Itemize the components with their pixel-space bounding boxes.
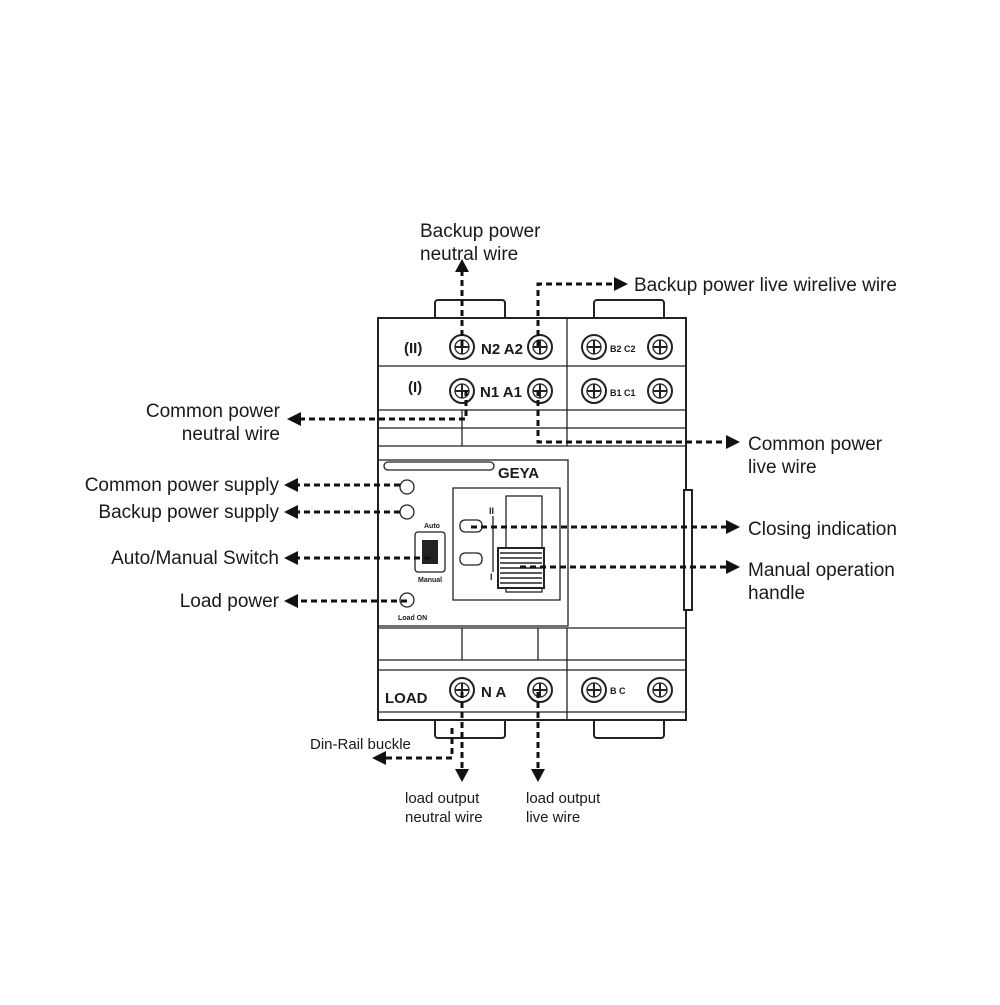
switch-auto-label: Auto bbox=[424, 523, 440, 530]
label-common-neutral-1: Common power bbox=[146, 401, 281, 422]
label-common-supply: Common power supply bbox=[85, 475, 280, 496]
closing-indicator-lower bbox=[459, 552, 483, 566]
brand-logo: GEYA bbox=[498, 465, 539, 482]
terminal-screw-row-I-n bbox=[449, 378, 475, 404]
label-load-output-neutral-2: neutral wire bbox=[405, 809, 483, 826]
row-I-left-label: N1 A1 bbox=[480, 384, 522, 401]
terminal-screw-row-II-n bbox=[449, 334, 475, 360]
load-row-marker: LOAD bbox=[385, 690, 428, 707]
label-closing-indication: Closing indication bbox=[748, 519, 897, 540]
common-supply-led bbox=[399, 479, 415, 495]
callout-lines bbox=[284, 259, 740, 782]
load-on-led bbox=[399, 592, 415, 608]
row-I-marker: (I) bbox=[408, 379, 422, 396]
label-load-output-neutral-1: load output bbox=[405, 790, 480, 807]
brand-strip bbox=[383, 461, 495, 471]
row-II-left-label: N2 A2 bbox=[481, 341, 523, 358]
side-tab bbox=[683, 489, 693, 611]
callout-labels: Backup power neutral wire Backup power l… bbox=[85, 221, 897, 826]
terminal-screw-load-row-a bbox=[527, 677, 553, 703]
load-row-left-label: N A bbox=[481, 684, 506, 701]
switch-manual-label: Manual bbox=[418, 577, 442, 584]
handle-mark-II: II bbox=[489, 506, 494, 516]
label-backup-neutral-2: neutral wire bbox=[420, 244, 518, 265]
row-II-right-label: B2 C2 bbox=[610, 344, 636, 354]
label-backup-supply: Backup power supply bbox=[98, 502, 279, 523]
terminal-screw-row-I-a bbox=[527, 378, 553, 404]
auto-manual-slider[interactable] bbox=[422, 540, 438, 564]
auto-manual-switch[interactable] bbox=[414, 531, 446, 573]
label-manual-handle-1: Manual operation bbox=[748, 560, 895, 581]
load-row-right-label: B C bbox=[610, 686, 626, 696]
label-din-rail: Din-Rail buckle bbox=[310, 736, 411, 753]
label-load-output-live-1: load output bbox=[526, 790, 601, 807]
terminal-screw-load-row-n bbox=[449, 677, 475, 703]
load-on-label: Load ON bbox=[398, 615, 427, 622]
row-II-marker: (II) bbox=[404, 340, 422, 357]
label-load-output-live-2: live wire bbox=[526, 809, 580, 826]
handle-slot bbox=[505, 495, 543, 593]
transfer-switch-device: (II) N2 A2 B2 C2 (I) N1 A1 B1 C1 LOAD N … bbox=[377, 299, 693, 739]
terminal-screw-row-I-b bbox=[581, 378, 607, 404]
terminal-screw-row-II-c bbox=[647, 334, 673, 360]
label-backup-live: Backup power live wirelive wire bbox=[634, 275, 897, 296]
label-manual-handle-2: handle bbox=[748, 583, 805, 604]
terminal-screw-row-I-c bbox=[647, 378, 673, 404]
label-auto-manual: Auto/Manual Switch bbox=[111, 548, 279, 569]
handle-mark-I: I bbox=[490, 572, 493, 582]
terminal-screw-load-row-c bbox=[647, 677, 673, 703]
terminal-screw-load-row-b bbox=[581, 677, 607, 703]
label-common-neutral-2: neutral wire bbox=[182, 424, 280, 445]
label-load-power: Load power bbox=[180, 591, 280, 612]
terminal-screw-row-II-a bbox=[527, 334, 553, 360]
handle-window bbox=[452, 487, 561, 601]
terminal-screw-row-II-b bbox=[581, 334, 607, 360]
terminal-screws bbox=[449, 334, 673, 703]
label-backup-neutral-1: Backup power bbox=[420, 221, 541, 242]
row-I-right-label: B1 C1 bbox=[610, 388, 636, 398]
front-panel bbox=[377, 459, 569, 627]
label-common-live-1: Common power bbox=[748, 434, 883, 455]
label-common-live-2: live wire bbox=[748, 457, 817, 478]
